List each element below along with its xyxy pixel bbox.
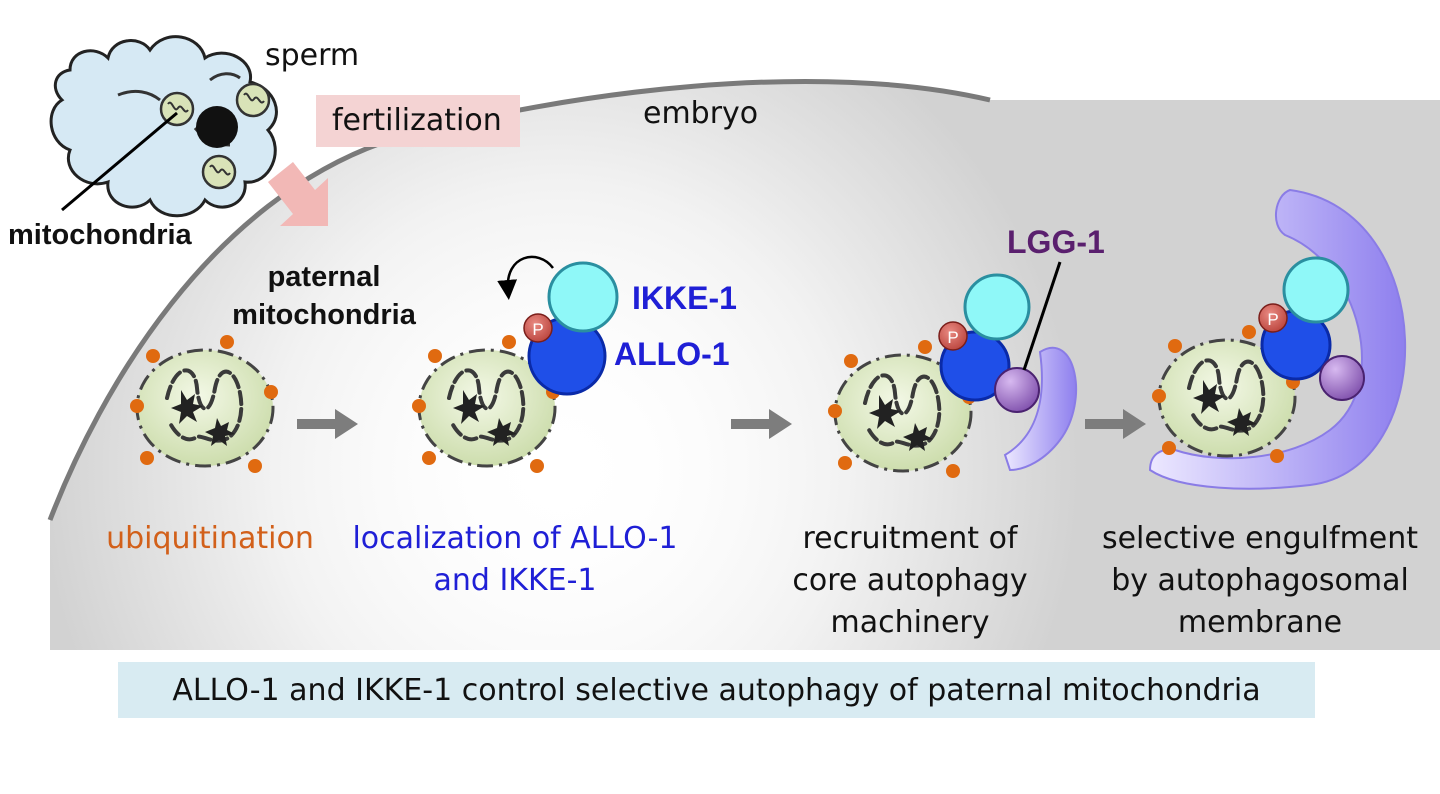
phospho-label: P [532, 320, 543, 339]
summary-caption: ALLO-1 and IKKE-1 control selective auto… [118, 662, 1315, 718]
lgg1-protein [1319, 355, 1365, 401]
mitochondria-label: mitochondria [8, 219, 192, 251]
step-arrow-3 [1085, 409, 1146, 439]
step-label-recruitment: recruitment of core autophagy machinery [792, 521, 1028, 640]
phospho-marker [523, 313, 553, 343]
ikke1-protein [1282, 256, 1350, 324]
step-arrow-1 [297, 409, 358, 439]
ikke1-protein [547, 261, 619, 333]
fertilization-arrow [268, 162, 328, 226]
sperm-mitochondrion [201, 154, 237, 190]
step-label-engulfment: selective engulfment by autophagosomal m… [1101, 521, 1419, 640]
step-label-localization: localization of ALLO-1 and IKKE-1 [352, 521, 678, 598]
fertilization-box [316, 95, 520, 147]
lgg1-pointer-line [1022, 261, 1062, 371]
fertilization-label: fertilization [332, 103, 502, 138]
step-arrow-2 [731, 409, 792, 439]
sperm-mitochondrion [159, 91, 195, 127]
ikke1-label: IKKE-1 [632, 280, 737, 316]
phospho-marker [938, 321, 968, 351]
lgg1-label: LGG-1 [1007, 224, 1105, 260]
sperm-label: sperm [265, 38, 360, 73]
phosphorylation-arrow [497, 255, 554, 300]
paternal-mitochondria-label: paternal mitochondria [232, 261, 416, 331]
embryo-label: embryo [643, 96, 759, 131]
mitochondria-pointer-line [61, 111, 178, 212]
allo1-label: ALLO-1 [614, 336, 730, 372]
lgg1-protein [994, 367, 1040, 413]
phagophore-membrane [1003, 346, 1078, 472]
embryo-interior [50, 81, 1440, 794]
phospho-label: P [1267, 310, 1278, 329]
sperm-mitochondrion [235, 82, 271, 118]
phospho-marker [1258, 303, 1288, 333]
step-label-ubiquitination: ubiquitination [106, 521, 314, 556]
sperm-nucleus [196, 106, 238, 148]
phospho-label: P [947, 328, 958, 347]
ikke1-protein [963, 273, 1031, 341]
